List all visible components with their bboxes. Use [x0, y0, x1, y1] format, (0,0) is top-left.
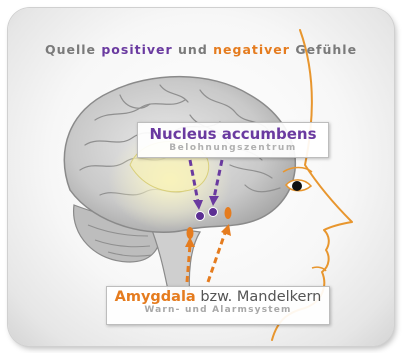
amygdala-label: Amygdala bzw. Mandelkern Warn- und Alarm… — [106, 286, 330, 325]
title-text-source: Quelle — [45, 42, 96, 57]
amygdala-title: Amygdala bzw. Mandelkern — [107, 289, 329, 305]
amygdala-alt-name: bzw. Mandelkern — [200, 289, 321, 305]
title-text-and: und — [178, 42, 208, 57]
title-negative: negativer — [213, 42, 290, 57]
nucleus-accumbens-description: Belohnungszentrum — [138, 143, 328, 153]
amygdala-description: Warn- und Alarmsystem — [107, 305, 329, 315]
page-title: Quelle positiver und negativer Gefühle — [0, 42, 402, 57]
title-positive: positiver — [101, 42, 172, 57]
nucleus-accumbens-name: Nucleus accumbens — [138, 125, 328, 143]
title-text-feelings: Gefühle — [295, 42, 357, 57]
nucleus-accumbens-label: Nucleus accumbens Belohnungszentrum — [137, 122, 329, 158]
amygdala-name: Amygdala — [115, 289, 196, 305]
